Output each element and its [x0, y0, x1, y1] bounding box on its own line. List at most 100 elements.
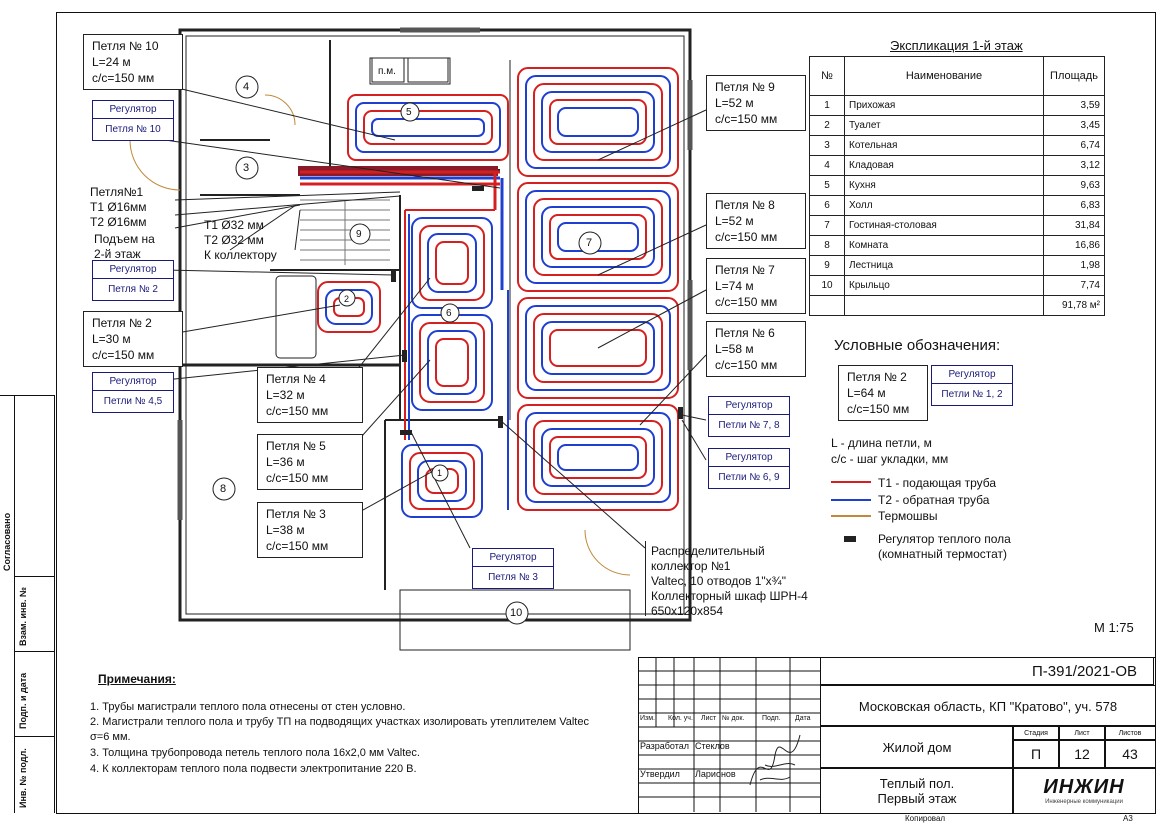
collector-leader — [645, 541, 646, 616]
col-header-area: Площадь — [1043, 56, 1105, 96]
sheet-title: Теплый пол. Первый этаж — [820, 767, 1014, 814]
note-2: 2. Магистрали теплого пола и трубу ТП на… — [90, 716, 589, 743]
regulator-target: Петли № 7, 8 — [718, 420, 780, 431]
title-block-grid — [638, 657, 820, 812]
company-logo: ИНЖИН Инженерные коммуникации — [1012, 767, 1156, 814]
logo-subtitle: Инженерные коммуникации — [1045, 799, 1123, 805]
room-number-3: 3 — [243, 162, 250, 174]
developed-label: Разработал — [640, 741, 689, 751]
regulator-title: Регулятор — [93, 373, 173, 391]
room-number-9: 9 — [356, 229, 362, 240]
legend-joints: Термошвы — [878, 509, 938, 523]
stage-label: Стадия — [1012, 725, 1060, 741]
room-number-7: 7 — [586, 237, 593, 249]
project-code: П-391/2021-ОВ — [820, 657, 1154, 685]
room-number-6: 6 — [446, 308, 452, 319]
regulator-title: Регулятор — [709, 449, 789, 467]
riser-annotation: Подъем на 2-й этаж — [94, 232, 155, 261]
project-address: Московская область, КП "Кратово", уч. 57… — [820, 685, 1156, 727]
col-header-number: № — [809, 56, 845, 96]
side-stamp: Согласовано Взам. инв. № Подп. и дата Ин… — [0, 395, 55, 813]
drawing-frame — [56, 12, 1156, 814]
mains-annotation: Т1 Ø32 мм Т2 Ø32 мм К коллектору — [204, 218, 277, 262]
stage-value: П — [1012, 739, 1060, 769]
room-number-4: 4 — [243, 81, 250, 93]
note-1: 1. Трубы магистрали теплого пола отнесен… — [90, 701, 406, 713]
explication-title: Экспликация 1-й этаж — [890, 38, 1023, 53]
regulator-target: Петли № 6, 9 — [718, 472, 780, 483]
legend-cc-def: с/с - шаг укладки, мм — [831, 452, 949, 466]
legend-sample-loop: Петля № 2 L=64 м с/с=150 мм — [838, 365, 928, 421]
format-label: А3 — [1123, 814, 1133, 823]
table-total-row: 91,78 м² — [809, 295, 1105, 316]
legend-regulator: Регулятор теплого пола (комнатный термос… — [878, 532, 1011, 561]
regulator-title: Регулятор — [473, 549, 553, 567]
regulator-title: Регулятор — [93, 261, 173, 279]
loop-4-label: Петля № 4 L=32 м с/с=150 мм — [257, 367, 363, 423]
regulator-target: Петли № 4,5 — [103, 396, 163, 407]
regulator-title: Регулятор — [932, 366, 1012, 384]
col-izm: Изм. — [640, 715, 655, 722]
building-name: Жилой дом — [820, 725, 1014, 769]
legend-l-def: L - длина петли, м — [831, 436, 932, 450]
loop-6-label: Петля № 6 L=58 м с/с=150 мм — [706, 321, 806, 377]
collector-annotation: Распределительный коллектор №1 Valtec, 1… — [651, 544, 808, 618]
room-number-5: 5 — [406, 107, 412, 118]
regulator-loops-4-5: Регулятор Петли № 4,5 — [92, 372, 174, 413]
col-list: Лист — [701, 715, 717, 722]
regulator-target: Петля № 10 — [105, 124, 161, 135]
col-podp: Подп. — [762, 715, 781, 722]
signature — [749, 734, 801, 786]
note-4: 4. К коллекторам теплого пола подвести э… — [90, 763, 417, 775]
approved-label: Утвердил — [640, 769, 680, 779]
regulator-loops-7-8: Регулятор Петли № 7, 8 — [708, 396, 790, 437]
copied-label: Копировал — [905, 814, 946, 823]
legend-sample-regulator: Регулятор Петли № 1, 2 — [931, 365, 1013, 406]
regulator-loops-6-9: Регулятор Петли № 6, 9 — [708, 448, 790, 489]
approved-name: Ларионов — [695, 769, 736, 779]
pm-label: п.м. — [378, 66, 396, 77]
regulator-target: Петли № 1, 2 — [941, 389, 1003, 400]
sheets-value: 43 — [1104, 739, 1156, 769]
col-header-name: Наименование — [844, 56, 1044, 96]
room-number-1: 1 — [437, 468, 443, 478]
notes-title: Примечания: — [98, 672, 176, 686]
regulator-loop-2: Регулятор Петля № 2 — [92, 260, 174, 301]
regulator-loop-10: Регулятор Петля № 10 — [92, 100, 174, 141]
loop-2-label: Петля № 2 L=30 м с/с=150 мм — [83, 311, 183, 367]
legend-t1: Т1 - подающая труба — [878, 476, 997, 490]
col-kol-uch: Кол. уч. — [668, 715, 693, 722]
regulator-loop-3: Регулятор Петля № 3 — [472, 548, 554, 589]
loop-7-label: Петля № 7 L=74 м с/с=150 мм — [706, 258, 806, 314]
regulator-title: Регулятор — [93, 101, 173, 119]
loop-1-annotation: Петля№1 Т1 Ø16мм Т2 Ø16мм — [90, 185, 147, 229]
regulator-target: Петля № 3 — [488, 572, 538, 583]
note-3: 3. Толщина трубопровода петель теплого п… — [90, 747, 420, 759]
room-number-10: 10 — [510, 607, 523, 619]
col-data: Дата — [795, 715, 811, 722]
loop-5-label: Петля № 5 L=36 м с/с=150 мм — [257, 434, 363, 490]
sheet-value: 12 — [1058, 739, 1106, 769]
room-number-8: 8 — [220, 483, 227, 495]
col-n-doc: № док. — [722, 715, 745, 722]
loop-9-label: Петля № 9 L=52 м с/с=150 мм — [706, 75, 806, 131]
regulator-title: Регулятор — [709, 397, 789, 415]
regulator-target: Петля № 2 — [108, 284, 158, 295]
loop-8-label: Петля № 8 L=52 м с/с=150 мм — [706, 193, 806, 249]
loop-10-label: Петля № 10 L=24 м с/с=150 мм — [83, 34, 183, 90]
legend-title: Условные обозначения: — [834, 337, 1001, 354]
room-number-2: 2 — [344, 294, 350, 304]
scale-label: М 1:75 — [1094, 620, 1134, 635]
